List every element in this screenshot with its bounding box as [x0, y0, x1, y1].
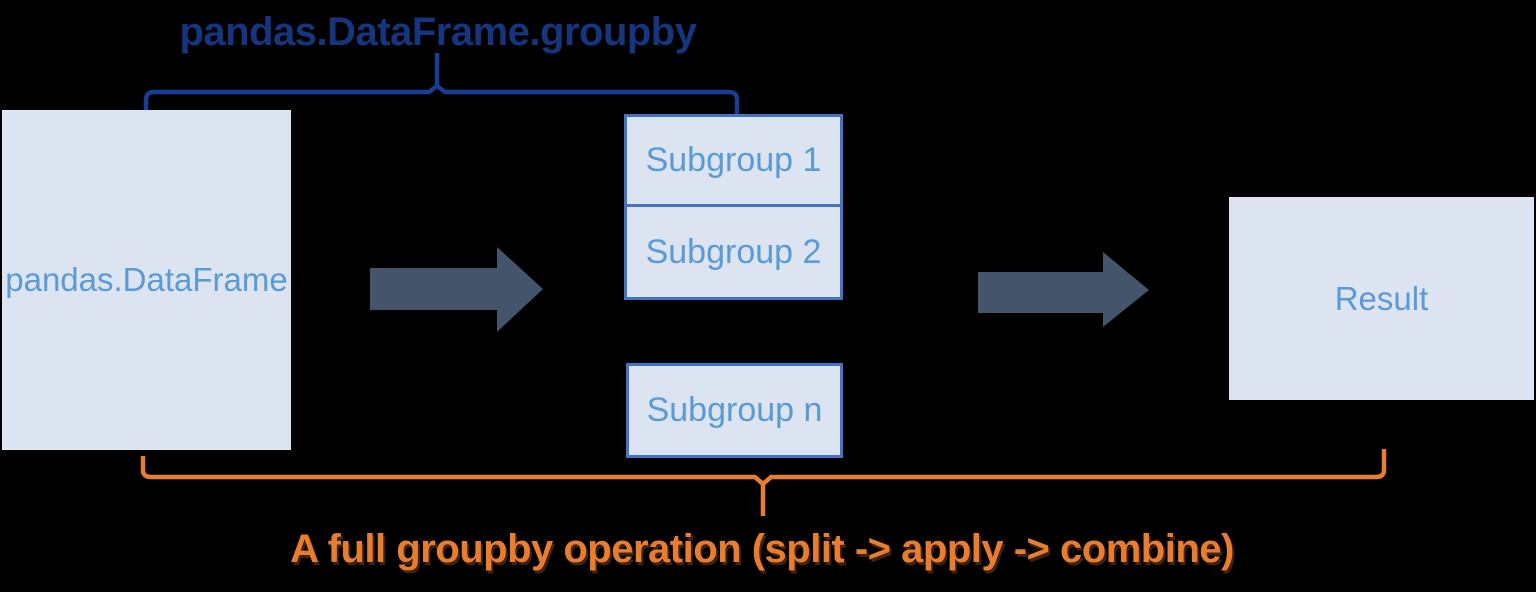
subgroup-n-box: Subgroup n — [626, 363, 843, 458]
subgroup-2-label: Subgroup 2 — [645, 232, 822, 271]
subgroup-1-label: Subgroup 1 — [645, 141, 822, 179]
combine-arrow-icon — [978, 252, 1149, 327]
result-box: Result — [1229, 197, 1534, 400]
diagram-caption: A full groupby operation (split -> apply… — [290, 527, 1234, 571]
split-arrow-icon — [370, 247, 543, 332]
subgroup-n-label: Subgroup n — [646, 391, 823, 429]
result-box-label: Result — [1334, 279, 1429, 317]
subgroup-2-box: Subgroup 2 — [624, 204, 843, 300]
diagram-title: pandas.DataFrame.groupby — [179, 10, 697, 54]
dataframe-box: pandas.DataFrame — [2, 110, 291, 450]
subgroup-1-box: Subgroup 1 — [624, 114, 843, 207]
full-operation-bracket — [140, 449, 1387, 516]
dataframe-box-label: pandas.DataFrame — [5, 261, 288, 298]
